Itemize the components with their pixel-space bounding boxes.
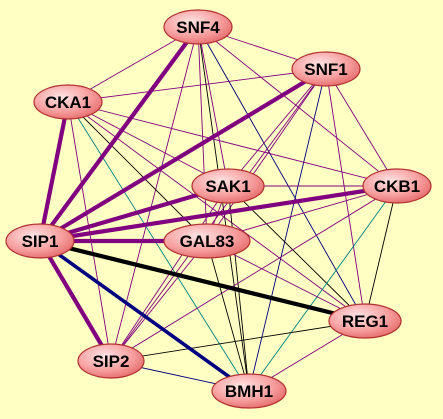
node-snf4[interactable]: SNF4 [163, 9, 233, 45]
node-label: SNF1 [304, 60, 347, 79]
edge-cka1-ckb1 [67, 101, 398, 187]
node-label: SAK1 [205, 177, 250, 196]
node-ellipse [163, 223, 251, 259]
edge-snf1-gal83 [206, 68, 327, 242]
edge-cka1-sak1 [67, 101, 229, 187]
edge-ckb1-bmh1 [248, 185, 398, 392]
edge-sip1-snf1 [37, 66, 329, 244]
edge-sip1-snf4 [37, 24, 201, 244]
node-label: REG1 [342, 312, 388, 331]
edge-gal83-sip2 [110, 240, 208, 362]
node-sip2[interactable]: SIP2 [77, 343, 145, 379]
node-label: SIP2 [93, 352, 130, 371]
edge-gal83-bmh1 [206, 240, 250, 392]
edge-sip1-reg1 [37, 238, 368, 324]
node-ellipse [33, 84, 103, 120]
node-bmh1[interactable]: BMH1 [211, 373, 287, 409]
edge-snf1-cka1 [67, 68, 327, 103]
node-ckb1[interactable]: CKB1 [362, 168, 432, 204]
node-ellipse [77, 343, 145, 379]
node-cka1[interactable]: CKA1 [33, 84, 103, 120]
edge-snf4-reg1 [197, 26, 366, 322]
node-ellipse [211, 373, 287, 409]
node-ellipse [191, 168, 265, 204]
edge-sip1-bmh1 [38, 239, 251, 393]
node-gal83[interactable]: GAL83 [163, 223, 251, 259]
edge-sip1-sip2 [37, 238, 114, 364]
node-label: SIP1 [22, 232, 59, 251]
edge-sip1-cka1 [37, 99, 71, 244]
node-ellipse [291, 51, 361, 87]
edge-sip1-ckb1 [37, 183, 400, 244]
node-sak1[interactable]: SAK1 [191, 168, 265, 204]
node-ellipse [163, 9, 233, 45]
node-ellipse [362, 168, 432, 204]
edge-reg1-sip2 [110, 320, 366, 362]
node-label: BMH1 [225, 382, 273, 401]
edge-snf4-ckb1 [197, 26, 398, 187]
edge-snf1-bmh1 [248, 68, 327, 392]
node-snf1[interactable]: SNF1 [291, 51, 361, 87]
node-ellipse [328, 303, 402, 339]
edge-cka1-bmh1 [67, 101, 250, 392]
edge-ckb1-sip2 [110, 185, 398, 362]
edge-snf4-sip2 [110, 26, 199, 362]
node-label: CKB1 [374, 177, 420, 196]
edge-snf1-sak1 [227, 68, 327, 187]
node-label: GAL83 [180, 232, 235, 251]
node-reg1[interactable]: REG1 [328, 303, 402, 339]
edge-snf4-gal83 [197, 26, 208, 242]
edge-sak1-reg1 [227, 185, 366, 322]
node-ellipse [5, 223, 75, 259]
node-label: CKA1 [45, 93, 91, 112]
node-sip1[interactable]: SIP1 [5, 223, 75, 259]
edge-snf4-bmh1 [197, 26, 250, 392]
edge-ckb1-reg1 [364, 185, 398, 322]
node-label: SNF4 [176, 18, 220, 37]
edge-snf1-ckb1 [325, 68, 398, 187]
edge-snf4-sak1 [197, 26, 229, 187]
